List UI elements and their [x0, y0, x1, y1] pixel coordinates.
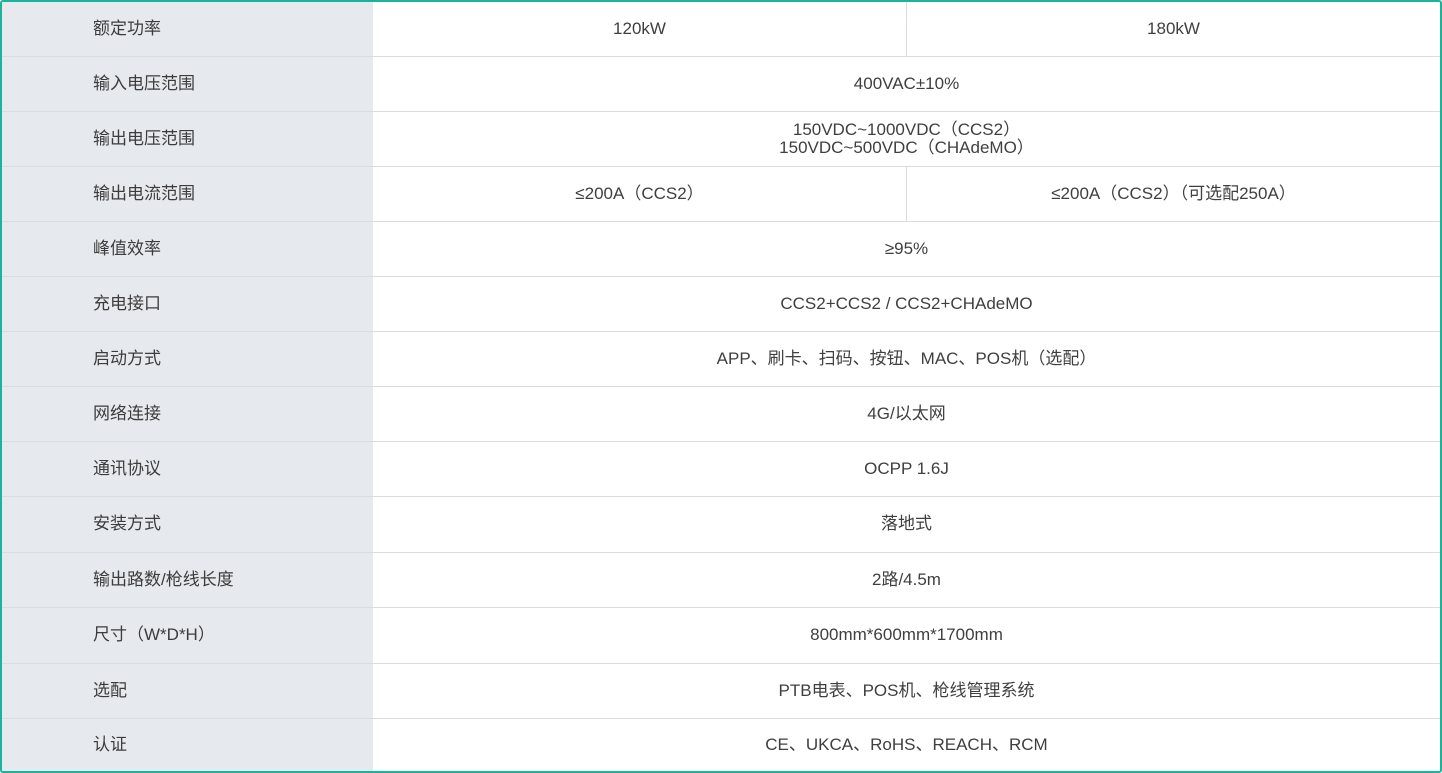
table-row: 输出电流范围 ≤200A（CCS2） ≤200A（CCS2）（可选配250A） [2, 166, 1440, 222]
table-row: 输出电压范围 150VDC~1000VDC（CCS2） 150VDC~500VD… [2, 111, 1440, 167]
row-value-multiline: 150VDC~1000VDC（CCS2） 150VDC~500VDC（CHAde… [779, 119, 1034, 157]
row-value: 4G/以太网 [373, 386, 1440, 442]
row-value-line: 150VDC~500VDC（CHAdeMO） [779, 137, 1034, 157]
row-label: 通讯协议 [2, 441, 373, 497]
row-value: CE、UKCA、RoHS、REACH、RCM [765, 734, 1048, 754]
table-row: 认证 CE、UKCA、RoHS、REACH、RCM [2, 718, 1440, 771]
row-label: 尺寸（W*D*H） [2, 607, 373, 664]
row-value: 400VAC±10% [373, 56, 1440, 112]
row-value: 800mm*600mm*1700mm [373, 607, 1440, 664]
row-value-left: ≤200A（CCS2） [373, 166, 907, 222]
row-label: 输出路数/枪线长度 [2, 552, 373, 608]
row-label: 充电接口 [2, 276, 373, 332]
row-label: 输出电流范围 [2, 166, 373, 222]
row-value-left: 120kW [373, 2, 907, 57]
row-label: 选配 [2, 663, 373, 719]
row-value: 150VDC~1000VDC（CCS2） 150VDC~500VDC（CHAde… [373, 111, 1440, 167]
row-value: CCS2+CCS2 / CCS2+CHAdeMO [373, 276, 1440, 332]
row-value-right: ≤200A（CCS2）（可选配250A） [906, 166, 1440, 222]
row-value: OCPP 1.6J [373, 441, 1440, 497]
table-row: 充电接口 CCS2+CCS2 / CCS2+CHAdeMO [2, 276, 1440, 332]
row-label: 输出电压范围 [2, 111, 373, 167]
table-row: 输出路数/枪线长度 2路/4.5m [2, 552, 1440, 608]
row-label: 安装方式 [2, 496, 373, 553]
row-label: 启动方式 [2, 331, 373, 387]
row-value: ≥95% [373, 221, 1440, 277]
row-value: 落地式 [373, 496, 1440, 553]
row-value: 2路/4.5m [373, 552, 1440, 608]
row-value-right: 180kW [906, 2, 1440, 57]
table-row: 安装方式 落地式 [2, 496, 1440, 553]
table-row: 选配 PTB电表、POS机、枪线管理系统 [2, 663, 1440, 719]
row-label: 输入电压范围 [2, 56, 373, 112]
table-row: 通讯协议 OCPP 1.6J [2, 441, 1440, 497]
table-row: 额定功率 120kW 180kW [2, 2, 1440, 57]
row-value: PTB电表、POS机、枪线管理系统 [373, 663, 1440, 719]
table-row: 启动方式 APP、刷卡、扫码、按钮、MAC、POS机（选配） [2, 331, 1440, 387]
table-row: 网络连接 4G/以太网 [2, 386, 1440, 442]
table-row: 输入电压范围 400VAC±10% [2, 56, 1440, 112]
row-label: 认证 [2, 718, 373, 771]
row-label: 额定功率 [2, 2, 373, 57]
row-label: 网络连接 [2, 386, 373, 442]
table-row: 峰值效率 ≥95% [2, 221, 1440, 277]
row-label: 峰值效率 [2, 221, 373, 277]
row-value: APP、刷卡、扫码、按钮、MAC、POS机（选配） [373, 331, 1440, 387]
row-value-line: 150VDC~1000VDC（CCS2） [792, 119, 1021, 139]
table-row: 尺寸（W*D*H） 800mm*600mm*1700mm [2, 607, 1440, 664]
